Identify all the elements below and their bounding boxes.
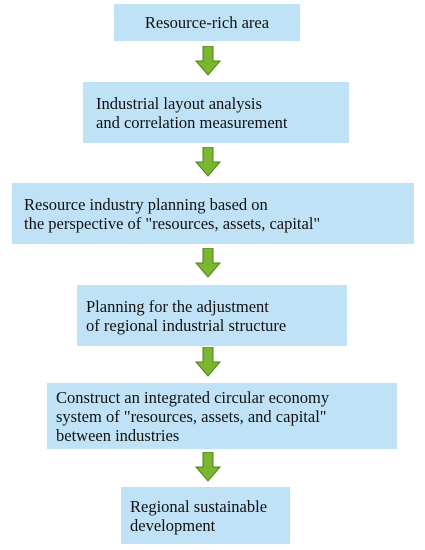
step-text-regional-industrial-structure: Planning for the adjustment of regional … <box>86 296 287 335</box>
down-arrow-icon <box>195 248 221 278</box>
step-box-circular-economy-system: Construct an integrated circular economy… <box>47 383 397 449</box>
step-box-industrial-layout-analysis: Industrial layout analysis and correlati… <box>83 82 349 143</box>
step-text-circular-economy-system: Construct an integrated circular economy… <box>56 387 330 445</box>
step-box-resource-industry-planning: Resource industry planning based on the … <box>12 183 414 244</box>
down-arrow-icon <box>195 347 221 377</box>
down-arrow-icon <box>195 46 221 76</box>
step-text-resource-rich-area: Resource-rich area <box>144 13 270 32</box>
step-text-resource-industry-planning: Resource industry planning based on the … <box>24 194 321 233</box>
step-box-regional-sustainable-development: Regional sustainable development <box>121 487 290 544</box>
step-box-resource-rich-area: Resource-rich area <box>114 4 300 41</box>
step-text-industrial-layout-analysis: Industrial layout analysis and correlati… <box>96 93 288 132</box>
step-box-regional-industrial-structure: Planning for the adjustment of regional … <box>77 285 347 346</box>
down-arrow-icon <box>195 452 221 482</box>
step-text-regional-sustainable-development: Regional sustainable development <box>130 496 268 535</box>
down-arrow-icon <box>195 147 221 177</box>
